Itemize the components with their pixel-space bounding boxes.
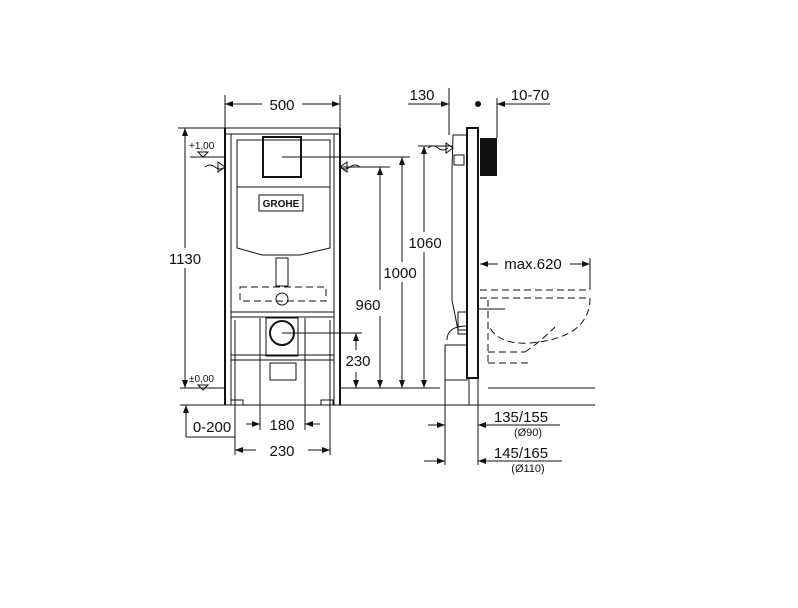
side-waste-pipe <box>444 344 468 381</box>
dim-230-vertical: 230 <box>345 353 370 370</box>
left-foot <box>230 399 244 406</box>
level-top: +1,00 <box>189 141 215 152</box>
level-zero: ±0,00 <box>189 374 214 385</box>
dim-1060: 1060 <box>408 235 441 252</box>
diameter-90: (Ø90) <box>514 427 542 439</box>
grohe-logo <box>258 194 304 212</box>
grohe-logo-text: GROHE <box>263 199 300 210</box>
frame-side-profile <box>466 127 479 379</box>
actuator-plate-wall <box>480 138 497 176</box>
cistern <box>236 139 331 256</box>
dim-230-horizontal: 230 <box>269 443 294 460</box>
dim-10-70: 10-70 <box>511 87 549 104</box>
side-view: 130 10-70 1060 max.620 135/155 (Ø90) 145… <box>408 87 595 475</box>
bowl-outline <box>239 286 327 302</box>
right-foot <box>320 399 334 406</box>
dim-130: 130 <box>409 87 434 104</box>
waste-pipe <box>269 362 297 381</box>
reference-point-icon <box>475 101 481 107</box>
frame-top-rail <box>224 127 341 135</box>
dim-145-165: 145/165 <box>494 445 548 462</box>
dim-height-total: 1130 <box>169 251 201 268</box>
dim-0-200: 0-200 <box>193 419 231 436</box>
dim-135-155: 135/155 <box>494 409 548 426</box>
dim-180: 180 <box>269 417 294 434</box>
dim-960: 960 <box>355 297 380 314</box>
dim-1000: 1000 <box>383 265 416 282</box>
flush-pipe <box>275 257 289 287</box>
dim-width: 500 <box>269 97 294 114</box>
front-view: GROHE 500 1130 +1,00 ±0,00 <box>169 95 595 460</box>
dim-max-620: max.620 <box>504 256 562 273</box>
diameter-110: (Ø110) <box>511 463 544 475</box>
